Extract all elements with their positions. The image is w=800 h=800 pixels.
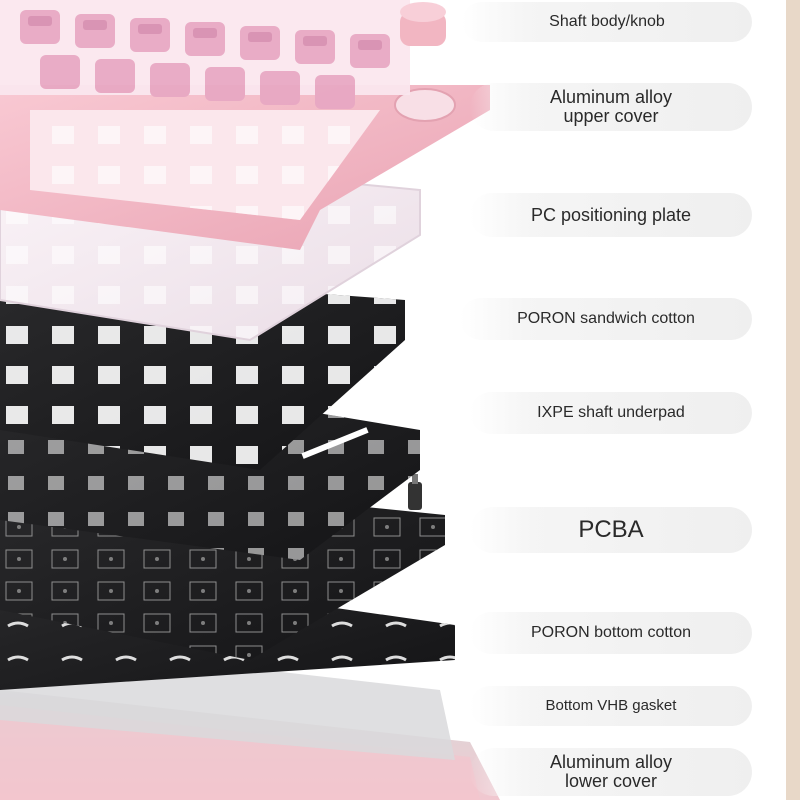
label-pc-positioning-plate: PC positioning plate — [470, 193, 752, 237]
label-text: PC positioning plate — [530, 204, 692, 225]
upper-cover-layer — [0, 85, 490, 250]
label-text: Bottom VHB gasket — [545, 697, 677, 715]
label-text: Aluminum alloy lower cover — [549, 752, 673, 791]
label-poron-bottom-cotton: PORON bottom cotton — [470, 612, 752, 654]
label-bottom-vhb-gasket: Bottom VHB gasket — [470, 686, 752, 726]
right-edge-strip — [786, 0, 800, 800]
label-aluminum-lower-cover: Aluminum alloy lower cover — [470, 748, 752, 796]
label-ixpe-shaft-underpad: IXPE shaft underpad — [470, 392, 752, 434]
label-pcba: PCBA — [470, 507, 752, 553]
label-text: PCBA — [578, 516, 644, 544]
label-aluminum-upper-cover: Aluminum alloy upper cover — [470, 83, 752, 131]
label-text: Shaft body/knob — [549, 12, 665, 30]
knob — [400, 2, 446, 46]
label-text: IXPE shaft underpad — [537, 403, 685, 421]
label-text: PORON bottom cotton — [530, 623, 692, 641]
switches-cluster — [0, 0, 410, 109]
label-shaft-body-knob: Shaft body/knob — [462, 2, 752, 42]
label-text: Aluminum alloy upper cover — [549, 87, 673, 126]
label-poron-sandwich-cotton: PORON sandwich cotton — [460, 298, 752, 340]
label-text: PORON sandwich cotton — [517, 309, 695, 327]
poron-sandwich-cotton-layer — [0, 270, 405, 470]
